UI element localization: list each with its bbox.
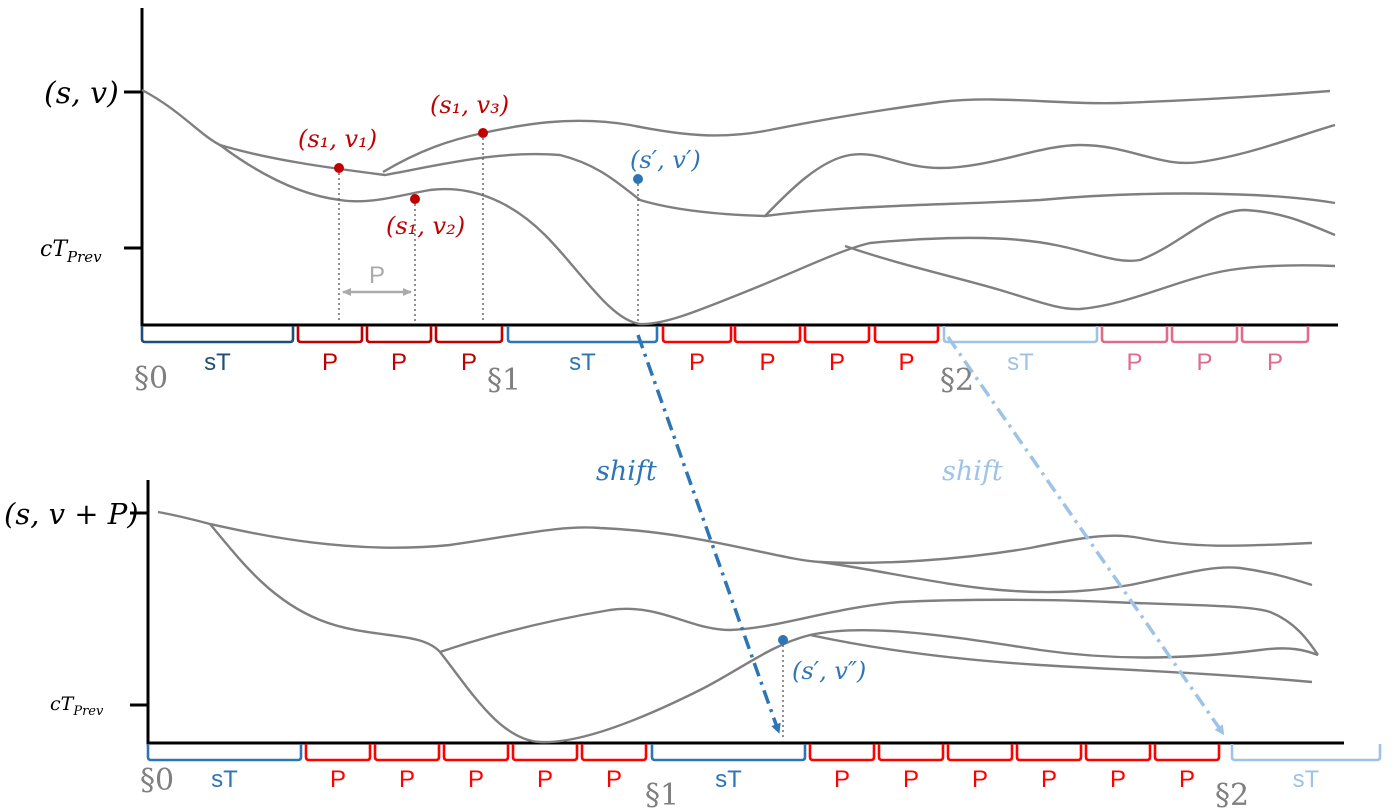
top-segment-label-11: P xyxy=(1196,349,1212,376)
bottom-segment-label-1: P xyxy=(330,766,346,793)
point-s1-v1 xyxy=(334,163,344,173)
top-segment-label-1: P xyxy=(322,349,338,376)
point-s-prime-v-prime xyxy=(633,174,643,184)
top-axes xyxy=(140,8,1338,327)
shift-arrow-1 xyxy=(636,334,781,734)
period-arrow-label: P xyxy=(369,262,385,289)
top-curve-5 xyxy=(844,244,1336,311)
top-segment-label-12: P xyxy=(1267,349,1283,376)
top-bracket-10 xyxy=(1100,326,1169,344)
top-bracket-12 xyxy=(1240,326,1310,344)
top-curve-2 xyxy=(219,144,1336,326)
top-curve-3 xyxy=(382,89,1331,174)
label-s1-v1: (s₁, v₁) xyxy=(298,125,377,153)
bottom-curve-1 xyxy=(157,510,1313,565)
bottom-bracket-12 xyxy=(1153,744,1221,762)
bottom-bracket-11 xyxy=(1084,744,1152,762)
bottom-segment-label-5: P xyxy=(606,766,622,793)
bottom-bracket-2 xyxy=(373,744,441,762)
top-segment-label-10: P xyxy=(1126,349,1142,376)
top-segment-label-2: P xyxy=(391,349,407,376)
label-s1-v3: (s₁, v₃) xyxy=(430,91,509,119)
bottom-bracket-6 xyxy=(650,744,807,762)
top-segment-label-9: sT xyxy=(1007,349,1034,376)
top-bracket-0 xyxy=(140,326,295,344)
top-section-0: §0 xyxy=(134,361,168,396)
bottom-bracket-8 xyxy=(877,744,945,762)
point-s1-v2 xyxy=(410,194,420,204)
top-bracket-1 xyxy=(296,326,364,344)
bottom-segment-label-8: P xyxy=(903,766,919,793)
top-bracket-5 xyxy=(661,326,733,344)
top-segment-label-6: P xyxy=(759,349,775,376)
label-s-prime-v-double-prime: (s′, v″) xyxy=(792,657,866,685)
top-y-label-low: cTPrev xyxy=(40,237,102,266)
bottom-bracket-0 xyxy=(146,744,303,762)
top-bracket-7 xyxy=(803,326,871,344)
top-y-label-high: (s, v) xyxy=(44,76,119,111)
bottom-y-label-low: cTPrev xyxy=(50,693,104,719)
bottom-segment-label-0: sT xyxy=(211,766,238,793)
bottom-y-label-high: (s, v + P) xyxy=(4,497,139,531)
bottom-curve-2 xyxy=(209,523,1319,744)
bottom-section-0: §0 xyxy=(140,763,174,798)
bottom-segment-label-6: sT xyxy=(715,766,742,793)
point-s-prime-v-double-prime xyxy=(778,635,788,645)
shift-arrow-2 xyxy=(946,336,1225,736)
bottom-bracket-10 xyxy=(1015,744,1083,762)
bottom-segment-label-9: P xyxy=(972,766,988,793)
top-segment-label-0: sT xyxy=(204,349,231,376)
bottom-bracket-13 xyxy=(1230,744,1382,762)
shift-label-2: shift xyxy=(942,456,1003,487)
top-segment-label-5: P xyxy=(689,349,705,376)
bottom-axes xyxy=(146,480,1344,745)
top-segment-label-8: P xyxy=(898,349,914,376)
top-bracket-4 xyxy=(506,326,659,344)
shift-arrows: shift shift xyxy=(596,334,1225,736)
bottom-segment-label-11: P xyxy=(1110,766,1126,793)
bottom-bracket-4 xyxy=(511,744,579,762)
top-bracket-6 xyxy=(733,326,802,344)
point-s1-v3 xyxy=(478,128,488,138)
label-s-prime-v-prime: (s′, v′) xyxy=(630,146,701,174)
top-segment-label-4: sT xyxy=(569,349,596,376)
bottom-bracket-7 xyxy=(808,744,876,762)
bottom-bracket-3 xyxy=(442,744,510,762)
bottom-segment-label-10: P xyxy=(1041,766,1057,793)
top-segment-label-7: P xyxy=(829,349,845,376)
bottom-bracket-9 xyxy=(946,744,1014,762)
bottom-curve-4 xyxy=(819,560,1313,594)
top-bracket-2 xyxy=(365,326,433,344)
bottom-curve-3 xyxy=(439,598,1319,656)
top-bracket-8 xyxy=(873,326,940,344)
top-segment-label-3: P xyxy=(461,349,477,376)
top-bracket-9 xyxy=(942,326,1099,344)
top-section-1: §1 xyxy=(487,363,521,398)
top-curve-4 xyxy=(764,123,1336,217)
bottom-segment-label-4: P xyxy=(537,766,553,793)
label-s1-v2: (s₁, v₂) xyxy=(386,212,465,240)
bottom-bracket-5 xyxy=(580,744,648,762)
bottom-segment-label-12: P xyxy=(1179,766,1195,793)
bottom-segment-label-7: P xyxy=(834,766,850,793)
bottom-segment-label-3: P xyxy=(468,766,484,793)
bottom-section-1: §1 xyxy=(645,778,679,812)
bottom-section-2: §2 xyxy=(1215,778,1249,812)
bottom-bracket-1 xyxy=(304,744,372,762)
bottom-segment-label-13: sT xyxy=(1293,766,1320,793)
top-bracket-3 xyxy=(434,326,504,344)
bottom-curve-5 xyxy=(809,633,1313,684)
top-bracket-11 xyxy=(1170,326,1239,344)
bottom-segment-label-2: P xyxy=(399,766,415,793)
shift-label-1: shift xyxy=(596,456,657,487)
top-panel: (s, v) cTPrev P (s₁, v₁) (s₁, v₂) (s₁, v… xyxy=(40,8,1338,398)
top-curve-1 xyxy=(141,88,1336,218)
